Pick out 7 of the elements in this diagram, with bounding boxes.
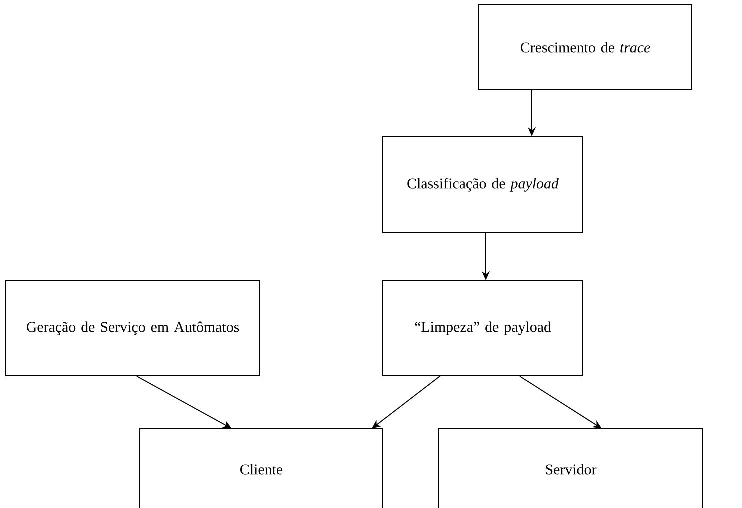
process-box: “Limpeza” de payload — [382, 280, 584, 376]
process-box: Classificação de payload — [382, 136, 584, 234]
process-box: Cliente — [140, 428, 384, 508]
process-box: Geração de Serviço em Autômatos — [6, 280, 260, 376]
process-box: Crescimento de trace — [478, 4, 692, 90]
process-box: Servidor — [438, 428, 704, 508]
arrow — [372, 376, 440, 429]
